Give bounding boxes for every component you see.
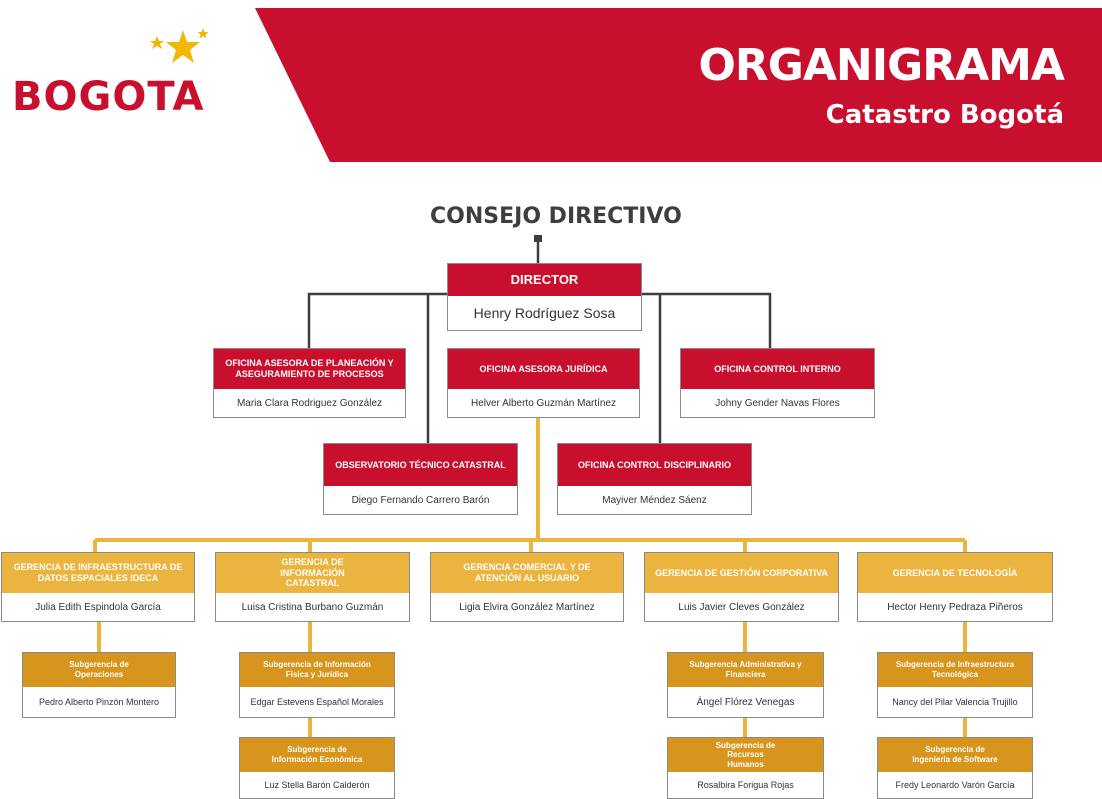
subgerencia-title: Subgerencia de Operaciones <box>23 653 175 687</box>
gerencia-title: GERENCIA DE INFORMACIÓN CATASTRAL <box>216 553 409 593</box>
gerencia-gestion-corporativa-box: GERENCIA DE GESTIÓN CORPORATIVA Luis Jav… <box>644 552 839 622</box>
oficina-control-interno-box: OFICINA CONTROL INTERNO Johny Gender Nav… <box>680 348 875 418</box>
gerencia-tecnologia-box: GERENCIA DE TECNOLOGÍA Hector Henry Pedr… <box>857 552 1053 622</box>
oficina-name: Mayiver Méndez Sáenz <box>602 494 707 506</box>
observatorio-box: OBSERVATORIO TÉCNICO CATASTRAL Diego Fer… <box>323 443 518 515</box>
director-title: DIRECTOR <box>448 264 641 296</box>
gerencia-name: Hector Henry Pedraza Piñeros <box>887 601 1023 613</box>
subgerencia-name: Fredy Leonardo Varón García <box>895 780 1015 790</box>
page-subtitle: Catastro Bogotá <box>825 100 1064 130</box>
page-title: ORGANIGRAMA <box>698 40 1065 91</box>
header-banner <box>255 8 1102 162</box>
subgerencia-economica-box: Subgerencia de Información Económica Luz… <box>239 737 395 799</box>
subgerencia-title: Subgerencia de Información Física y Jurí… <box>240 653 394 687</box>
subgerencia-operaciones-box: Subgerencia de Operaciones Pedro Alberto… <box>22 652 176 718</box>
subgerencia-name: Edgar Estevens Español Morales <box>250 697 384 707</box>
gerencia-name: Luisa Cristina Burbano Guzmán <box>241 601 384 613</box>
gerencia-title: GERENCIA DE TECNOLOGÍA <box>858 553 1052 593</box>
oficina-juridica-box: OFICINA ASESORA JURÍDICA Helver Alberto … <box>447 348 640 418</box>
subgerencia-recursos-humanos-box: Subgerencia de Recursos Humanos Rosalbir… <box>667 737 824 799</box>
bogota-logo: BOGOTA <box>12 74 205 120</box>
subgerencia-name: Rosalbira Forigua Rojas <box>697 780 794 790</box>
logo-stars-icon <box>150 28 209 63</box>
oficina-name: Johny Gender Navas Flores <box>715 397 840 409</box>
subgerencia-name: Ángel Flórez Venegas <box>696 696 795 708</box>
subgerencia-title: Subgerencia Administrativa y Financiera <box>668 653 823 687</box>
oficina-name: Maria Clara Rodriguez González <box>236 397 383 409</box>
subgerencia-administrativa-box: Subgerencia Administrativa y Financiera … <box>667 652 824 718</box>
consejo-directivo-label: CONSEJO DIRECTIVO <box>430 204 682 229</box>
subgerencia-fisica-juridica-box: Subgerencia de Información Física y Jurí… <box>239 652 395 718</box>
gerencia-title: GERENCIA DE GESTIÓN CORPORATIVA <box>645 553 838 593</box>
subgerencia-title: Subgerencia de Infraestructura Tecnológi… <box>878 653 1032 687</box>
gerencia-comercial-box: GERENCIA COMERCIAL Y DE ATENCIÓN AL USUA… <box>430 552 624 622</box>
subgerencia-title: Subgerencia de Ingeniería de Software <box>878 738 1032 772</box>
gerencia-name: Luis Javier Cleves González <box>678 601 805 613</box>
subgerencia-title: Subgerencia de Recursos Humanos <box>668 738 823 772</box>
director-box: DIRECTOR Henry Rodríguez Sosa <box>447 263 642 331</box>
gerencia-name: Julia Edith Espindola García <box>35 601 161 613</box>
oficina-title: OFICINA CONTROL INTERNO <box>681 349 874 389</box>
oficina-control-disciplinario-box: OFICINA CONTROL DISCIPLINARIO Mayiver Mé… <box>557 443 752 515</box>
subgerencia-infraestructura-tecnologica-box: Subgerencia de Infraestructura Tecnológi… <box>877 652 1033 718</box>
gerencia-informacion-catastral-box: GERENCIA DE INFORMACIÓN CATASTRAL Luisa … <box>215 552 410 622</box>
subgerencia-title: Subgerencia de Información Económica <box>240 738 394 772</box>
gerencia-ideca-box: GERENCIA DE INFRAESTRUCTURA DE DATOS ESP… <box>1 552 195 622</box>
director-name: Henry Rodríguez Sosa <box>473 305 616 321</box>
oficina-planeacion-box: OFICINA ASESORA DE PLANEACIÓN Y ASEGURAM… <box>213 348 406 418</box>
gerencia-title: GERENCIA COMERCIAL Y DE ATENCIÓN AL USUA… <box>431 553 623 593</box>
oficina-title: OFICINA ASESORA JURÍDICA <box>448 349 639 389</box>
subgerencia-ingenieria-software-box: Subgerencia de Ingeniería de Software Fr… <box>877 737 1033 799</box>
oficina-name: Diego Fernando Carrero Barón <box>351 494 490 506</box>
oficina-title: OFICINA CONTROL DISCIPLINARIO <box>558 444 751 486</box>
subgerencia-name: Luz Stella Barón Calderón <box>264 780 370 790</box>
oficina-title: OBSERVATORIO TÉCNICO CATASTRAL <box>324 444 517 486</box>
subgerencia-name: Pedro Alberto Pinzón Montero <box>38 697 160 707</box>
gerencia-name: Ligia Elvira González Martínez <box>459 601 595 613</box>
subgerencia-name: Nancy del Pilar Valencia Trujillo <box>892 697 1018 707</box>
oficina-title: OFICINA ASESORA DE PLANEACIÓN Y ASEGURAM… <box>214 349 405 389</box>
gerencia-title: GERENCIA DE INFRAESTRUCTURA DE DATOS ESP… <box>2 553 194 593</box>
oficina-name: Helver Alberto Guzmán Martínez <box>470 397 617 409</box>
